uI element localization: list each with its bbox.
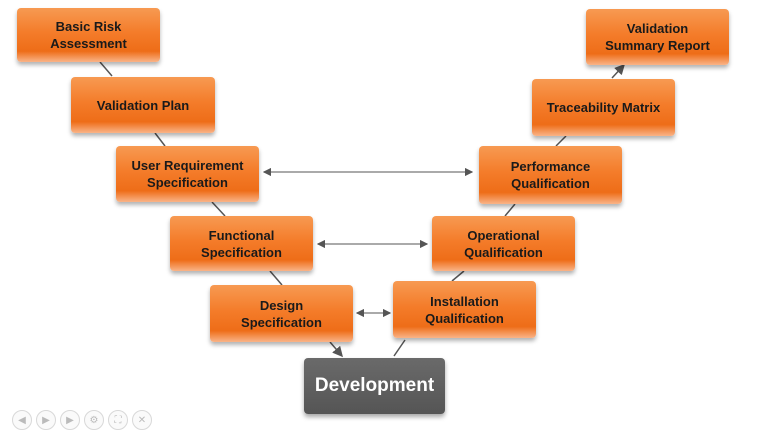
connector-oq-to-pq [504,203,516,217]
traceability-matrix-box[interactable]: Traceability Matrix [532,79,675,136]
basic-risk-assessment-box[interactable]: Basic Risk Assessment [17,8,160,62]
fullscreen-icon[interactable]: ⛶ [108,410,128,430]
validation-summary-report-box[interactable]: Validation Summary Report [586,9,729,65]
performance-qualification-box[interactable]: Performance Qualification [479,146,622,204]
close-icon[interactable]: ✕ [132,410,152,430]
connector-tm-to-vsr [611,63,626,79]
connector-iq-to-oq [451,270,465,282]
settings-icon[interactable]: ⚙ [84,410,104,430]
validation-plan-box[interactable]: Validation Plan [71,77,215,133]
prev-icon[interactable]: ◀ [12,410,32,430]
play-icon[interactable]: ▶ [36,410,56,430]
connector-plan-to-urs [154,132,166,147]
connector-fs-to-ds [269,270,283,286]
operational-qualification-box[interactable]: Operational Qualification [432,216,575,271]
connector-ds-to-dev [329,341,343,358]
connector-dev-to-iq [393,339,406,357]
next-icon[interactable]: ▶ [60,410,80,430]
design-specification-box[interactable]: Design Specification [210,285,353,342]
installation-qualification-box[interactable]: Installation Qualification [393,281,536,338]
connector-pq-to-tm [555,135,567,147]
connector-risk-to-plan [99,61,113,77]
player-controls: ◀ ▶ ▶ ⚙ ⛶ ✕ [12,410,152,430]
user-requirement-specification-box[interactable]: User Requirement Specification [116,146,259,202]
connector-urs-to-fs [211,201,226,217]
functional-specification-box[interactable]: Functional Specification [170,216,313,271]
development-box[interactable]: Development [304,358,445,414]
